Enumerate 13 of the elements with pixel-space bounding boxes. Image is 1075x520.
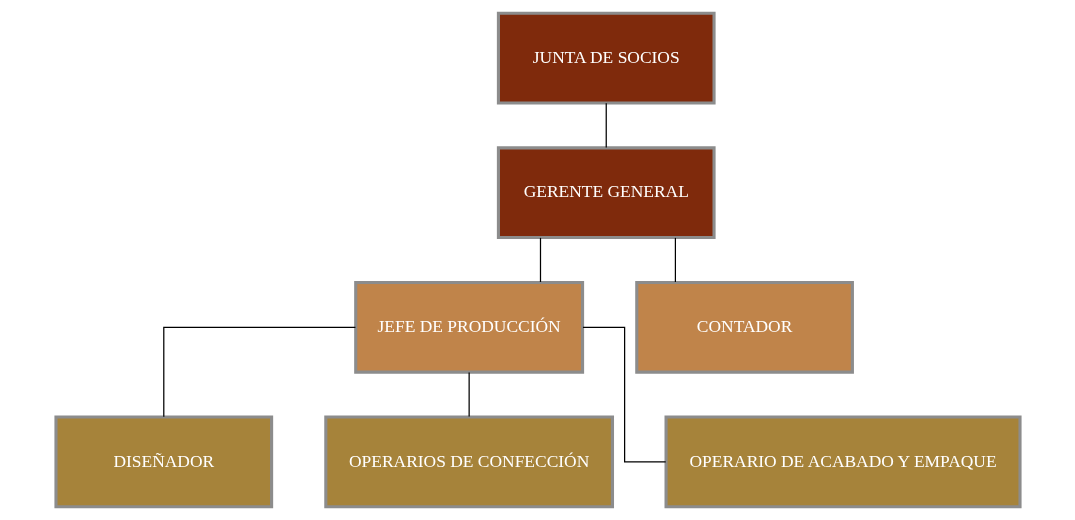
connector: [539, 237, 541, 283]
node-box: GERENTE GENERAL: [496, 146, 716, 240]
connector: [162, 326, 356, 418]
node-box: JUNTA DE SOCIOS: [496, 11, 716, 105]
connector: [674, 237, 676, 283]
node-box: DISEÑADOR: [53, 415, 273, 509]
connector: [605, 102, 607, 148]
node-box: JEFE DE PRODUCCIÓN: [353, 280, 584, 374]
connector: [468, 371, 470, 418]
connector: [581, 326, 666, 463]
node-box: OPERARIOS DE CONFECCIÓN: [323, 415, 614, 509]
node-box: OPERARIO DE ACABADO Y EMPAQUE: [664, 415, 1022, 509]
node-box: CONTADOR: [634, 280, 854, 374]
